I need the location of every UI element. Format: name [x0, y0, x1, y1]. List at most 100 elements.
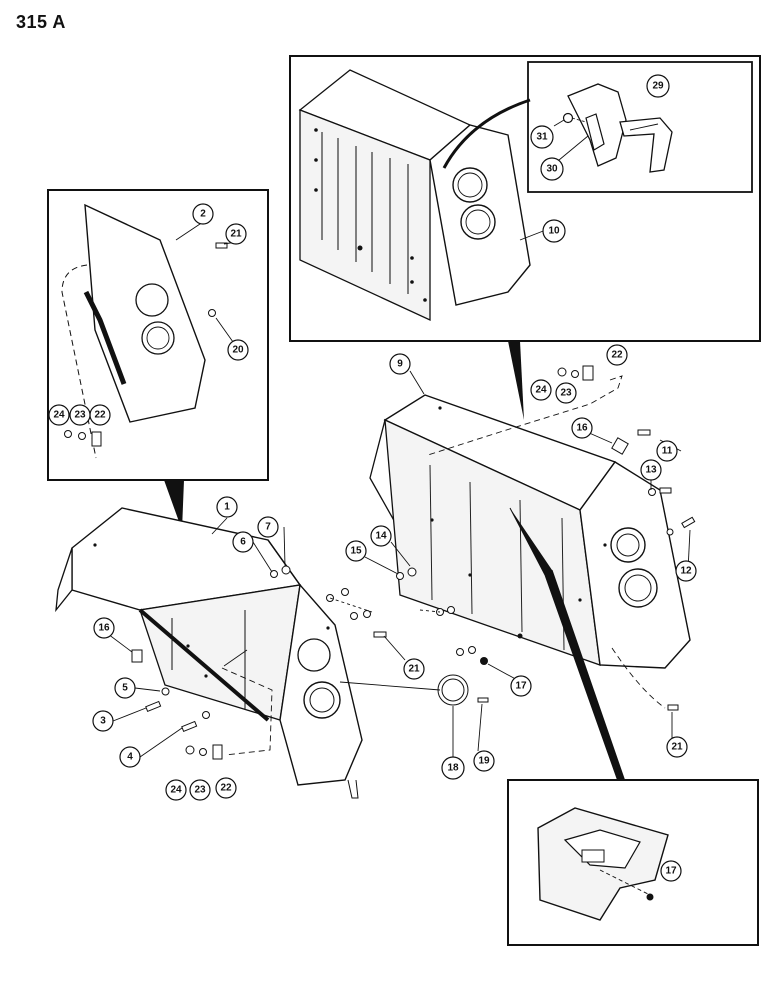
- inset-pointer: [508, 341, 524, 420]
- callout-23-right-label: 23: [560, 388, 572, 399]
- callout-11-label: 11: [662, 446, 673, 457]
- screw-21-top: [215, 242, 228, 249]
- bracket-detail-inset: [442, 61, 753, 193]
- callout-24-bottom: [165, 779, 187, 801]
- callout-20: [227, 339, 249, 361]
- callout-16-left-label: 16: [98, 623, 110, 634]
- callout-9-label: 9: [397, 359, 403, 370]
- inset-bolt-holes: [314, 128, 427, 302]
- callout-16-right-label: 16: [576, 423, 588, 434]
- callout-13: [640, 459, 662, 481]
- callout-16-right: [571, 417, 593, 439]
- callout-5-label: 5: [122, 683, 128, 694]
- callout-24-bottom-label: 24: [170, 785, 182, 796]
- callout-23-left: [69, 404, 91, 426]
- callout-14-label: 14: [375, 531, 387, 542]
- callout-14: [370, 525, 392, 547]
- callout-24-left-label: 24: [53, 410, 65, 421]
- callout-2-label: 2: [200, 209, 206, 220]
- screw-21-mid: [373, 631, 387, 638]
- callout-23-right: [555, 382, 577, 404]
- callout-30-label: 30: [546, 164, 558, 175]
- washer-13: [648, 488, 656, 496]
- screw-12: [681, 516, 696, 529]
- callout-12-label: 12: [680, 566, 692, 577]
- clip-30: [585, 113, 605, 151]
- callout-18: [441, 756, 465, 780]
- callout-13-label: 13: [645, 465, 657, 476]
- nut-14: [407, 567, 417, 577]
- callout-15-label: 15: [350, 546, 362, 557]
- callout-21-mid-label: 21: [408, 664, 420, 675]
- callout-31: [530, 125, 554, 149]
- bracket-arm-29: [619, 117, 673, 173]
- callout-1-label: 1: [224, 502, 230, 513]
- callout-21-top-label: 21: [230, 229, 242, 240]
- callout-23-bottom-label: 23: [194, 785, 206, 796]
- lamp-bezel-lower: [303, 681, 341, 719]
- hood-9-bolt-holes: [430, 406, 607, 639]
- callout-22-bottom: [215, 777, 237, 799]
- fender-1-skirt: [55, 547, 73, 613]
- callout-23-bottom: [189, 779, 211, 801]
- callout-4: [119, 746, 141, 768]
- callout-21-top: [225, 223, 247, 245]
- callout-22-right-label: 22: [611, 350, 623, 361]
- washer-7: [281, 565, 291, 575]
- callout-31-label: 31: [536, 132, 548, 143]
- callout-24-right: [530, 379, 552, 401]
- callout-22-right: [606, 344, 628, 366]
- nut-6: [270, 570, 278, 578]
- callout-22-left-label: 22: [94, 410, 106, 421]
- callout-10-label: 10: [548, 226, 560, 237]
- callout-7-label: 7: [265, 522, 271, 533]
- lamp-bezel-upper: [297, 638, 331, 672]
- lamp-opening-upper: [135, 283, 169, 317]
- callout-10: [542, 219, 566, 243]
- callout-29-label: 29: [652, 81, 664, 92]
- callout-5: [114, 677, 136, 699]
- callout-24-left: [48, 404, 70, 426]
- callout-17-detail-label: 17: [665, 866, 677, 877]
- hardware-parts: [64, 365, 696, 760]
- fender-1-bolt-holes: [93, 543, 330, 678]
- screw-19: [477, 697, 489, 703]
- page-title: 315 A: [16, 12, 66, 32]
- callout-4-label: 4: [127, 752, 133, 763]
- callout-3-label: 3: [100, 716, 106, 727]
- callout-19: [473, 750, 495, 772]
- callout-21-right: [666, 736, 688, 758]
- bolt-3: [145, 700, 162, 713]
- callout-24-right-label: 24: [535, 385, 547, 396]
- upper-right-detail-inset: [289, 55, 761, 420]
- washer-15: [396, 572, 404, 580]
- callout-16-left: [93, 617, 115, 639]
- grommet-17-detail: [646, 893, 654, 901]
- callout-23-left-label: 23: [74, 410, 86, 421]
- clip-16-left: [131, 649, 143, 663]
- callout-29: [646, 74, 670, 98]
- callout-7: [257, 516, 279, 538]
- callout-15: [345, 540, 367, 562]
- inset-hood-side: [299, 109, 431, 322]
- callout-19-label: 19: [478, 756, 490, 767]
- callout-20-label: 20: [232, 345, 244, 356]
- callout-17: [510, 675, 532, 697]
- callout-6-label: 6: [240, 537, 246, 548]
- washer-5: [161, 687, 170, 696]
- callout-12: [675, 560, 697, 582]
- screw-11: [637, 429, 651, 436]
- callout-17-label: 17: [515, 681, 527, 692]
- leader-lines: [221, 375, 666, 756]
- callout-3: [92, 710, 114, 732]
- callout-1: [216, 496, 238, 518]
- left-fender-assembly: [55, 507, 363, 799]
- plug-20: [208, 309, 216, 317]
- callout-21-right-label: 21: [671, 742, 683, 753]
- bolt-4: [181, 720, 198, 733]
- clip-16-right: [611, 437, 629, 455]
- callout-6: [232, 531, 254, 553]
- callout-30: [540, 157, 564, 181]
- inset-louvers: [321, 132, 409, 294]
